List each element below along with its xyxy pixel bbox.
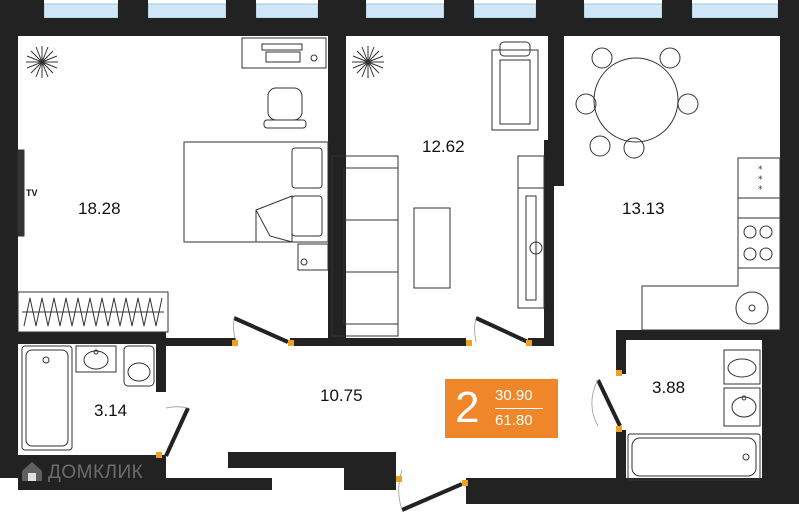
svg-text:*: * — [758, 165, 763, 175]
doors — [164, 316, 622, 512]
svg-text:*: * — [758, 185, 763, 195]
door-entrance — [401, 482, 463, 512]
room-area-bathroom: 3.14 — [94, 401, 127, 420]
room-area-kitchen: 13.13 — [622, 199, 665, 218]
bathroom-sink-icon — [75, 345, 117, 373]
walls — [0, 0, 799, 504]
kitchen-sink-icon — [735, 291, 769, 325]
toilet-icon — [723, 349, 761, 385]
window-bedroom-right — [147, 3, 227, 19]
plant-icon — [26, 46, 58, 78]
fraction-line — [495, 408, 543, 409]
toilet-icon — [123, 345, 155, 387]
armchair — [491, 49, 539, 131]
window-bedroom-left — [43, 3, 119, 19]
tv-icon — [17, 149, 25, 237]
room-area-living-room: 12.62 — [422, 137, 465, 156]
room-area-hallway: 10.75 — [320, 386, 363, 405]
dining-table — [593, 57, 679, 143]
dining-chair — [589, 135, 611, 157]
room-count: 2 — [455, 383, 480, 432]
total-area: 61.80 — [495, 412, 533, 429]
room-area-second-bathroom: 3.88 — [652, 378, 685, 397]
door-swings — [165, 317, 599, 511]
kitchen-furniture: *** — [575, 47, 781, 331]
laptop-icon — [261, 43, 303, 51]
chair — [267, 87, 303, 121]
wardrobe — [17, 291, 169, 333]
svg-text:*: * — [758, 175, 763, 185]
tv-stand — [517, 155, 545, 189]
tv-label: TV — [26, 188, 38, 198]
door-bedroom — [233, 316, 289, 344]
window-living-right — [473, 3, 537, 19]
second-bathroom-fixtures — [627, 349, 761, 481]
window-bedroom-corner — [255, 3, 319, 19]
keyboard-icon — [265, 51, 301, 63]
bathroom-fixtures — [21, 345, 155, 451]
door-second-bathroom — [596, 379, 622, 427]
door-bathroom — [164, 407, 190, 457]
living-area: 30.90 — [495, 387, 533, 404]
bathtub-icon — [21, 345, 73, 451]
watermark-logo: ДОМКЛИК — [48, 462, 144, 483]
stove-icon — [737, 217, 781, 269]
dining-chair — [575, 93, 597, 115]
bathtub-icon — [627, 433, 761, 481]
nightstand — [297, 243, 329, 271]
bedroom-furniture — [17, 37, 329, 333]
living-room-furniture — [331, 41, 545, 337]
home-logo-icon — [22, 462, 42, 481]
bathroom-sink-icon — [723, 387, 761, 427]
dining-chair — [677, 93, 699, 115]
window-kitchen-left — [583, 3, 663, 19]
door-living — [475, 316, 529, 344]
range-hood — [737, 157, 781, 199]
window-living-left — [365, 3, 445, 19]
area-badge: 2 30.90 61.80 — [445, 379, 558, 438]
plant-icon — [352, 46, 384, 78]
dining-chair — [659, 47, 681, 69]
dining-chair — [623, 137, 645, 159]
coffee-table — [413, 207, 451, 289]
window-kitchen-right — [691, 3, 779, 19]
dining-chair — [591, 47, 613, 69]
asterisk-icon: *** — [758, 165, 763, 195]
door-marks — [156, 340, 622, 486]
room-area-bedroom: 18.28 — [78, 199, 121, 218]
desk — [241, 37, 327, 69]
